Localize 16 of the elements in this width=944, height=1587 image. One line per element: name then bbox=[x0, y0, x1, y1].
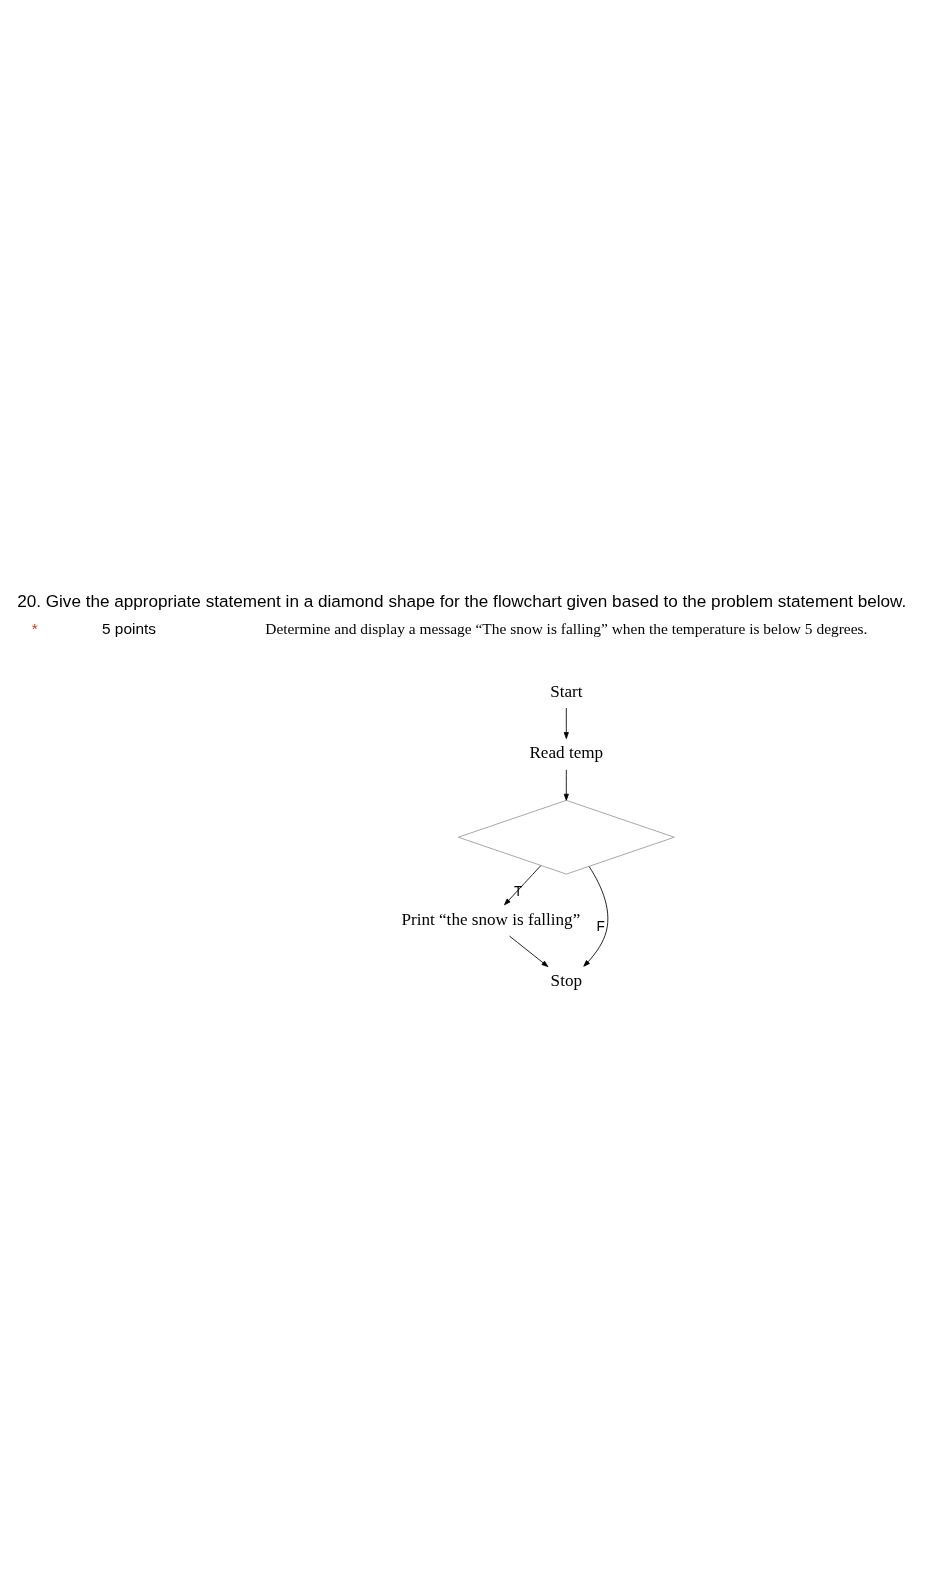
diagram-title: 20. Give the appropriate statement in a diamond shape for the flowchart given based to the problem statement below. bbox=[17, 590, 907, 611]
node-text: Stop bbox=[550, 971, 583, 991]
arrow bbox=[563, 769, 569, 801]
label: * bbox=[31, 620, 38, 638]
node-text: Start bbox=[550, 681, 583, 701]
label: Determine and display a message “The snow is falling” when the temperature is below 5 degrees. bbox=[265, 620, 868, 638]
node-diamond bbox=[457, 799, 675, 875]
edge-label: T bbox=[514, 884, 523, 900]
arrow bbox=[563, 707, 569, 739]
label: 5 points bbox=[102, 620, 157, 638]
node-text: Read temp bbox=[529, 743, 604, 763]
edge-label: F bbox=[596, 919, 605, 935]
arrow bbox=[509, 935, 549, 968]
arrow bbox=[583, 866, 609, 967]
arrow bbox=[504, 865, 542, 906]
node-text: Print “the snow is falling” bbox=[401, 909, 581, 929]
